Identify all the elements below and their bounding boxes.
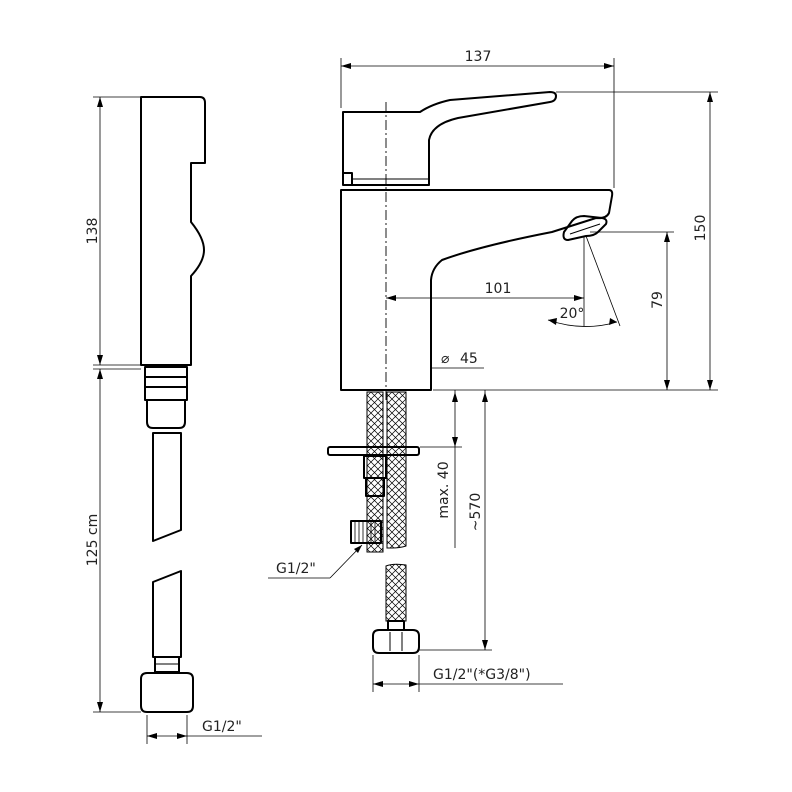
hose-fitting-neck (387, 620, 405, 631)
connector-ring-3 (144, 386, 188, 401)
dim-hand-shower-length: 138 (85, 218, 101, 245)
supply-hose-upper (386, 391, 407, 549)
dim-aerator-angle: 20° (560, 306, 585, 322)
thread-lines (354, 521, 376, 543)
connector-ring-1 (144, 366, 188, 378)
dim-hose-length: 125 cm (85, 514, 101, 567)
dim-faucet-width: 137 (465, 49, 492, 65)
aerator-line (569, 223, 601, 235)
hand-shower-body (140, 96, 206, 366)
dim-mounting-thread: G1/2" (276, 561, 316, 577)
hose-fitting-nut (372, 629, 420, 654)
lever-handle (342, 91, 557, 186)
mounting (327, 391, 420, 654)
supply-hose-lower (385, 563, 407, 622)
aerator (562, 215, 608, 241)
dim-hose-connection: G1/2" (202, 719, 242, 735)
faucet (340, 91, 614, 400)
hand-shower (140, 96, 206, 713)
hose-nut (140, 672, 194, 713)
dim-supply-hose-length: ~570 (468, 493, 484, 531)
nut-lower (365, 477, 385, 497)
handle-notch (342, 172, 353, 186)
dim-supply-connection: G1/2"(*G3/8") (433, 667, 531, 683)
threaded-rod (366, 391, 384, 553)
connector-neck (146, 399, 186, 429)
dim-base-diameter: 45 (460, 351, 478, 367)
dim-max-deck-thickness: max. 40 (436, 461, 452, 518)
dim-spout-reach: 101 (485, 281, 512, 297)
dim-diameter-symbol: ⌀ (441, 351, 450, 367)
thread-connector (350, 520, 382, 544)
faucet-body (340, 189, 614, 391)
faucet-dimensions: 137 150 79 101 20° ⌀ 45 ma (268, 49, 718, 692)
connector-ring-2 (144, 376, 188, 388)
dim-faucet-height: 150 (693, 215, 709, 242)
dim-spout-height: 79 (650, 291, 666, 309)
hose-upper (152, 432, 182, 542)
hand-shower-dimensions: 138 125 cm G1/2" (85, 96, 262, 744)
hose-lower (152, 570, 182, 658)
